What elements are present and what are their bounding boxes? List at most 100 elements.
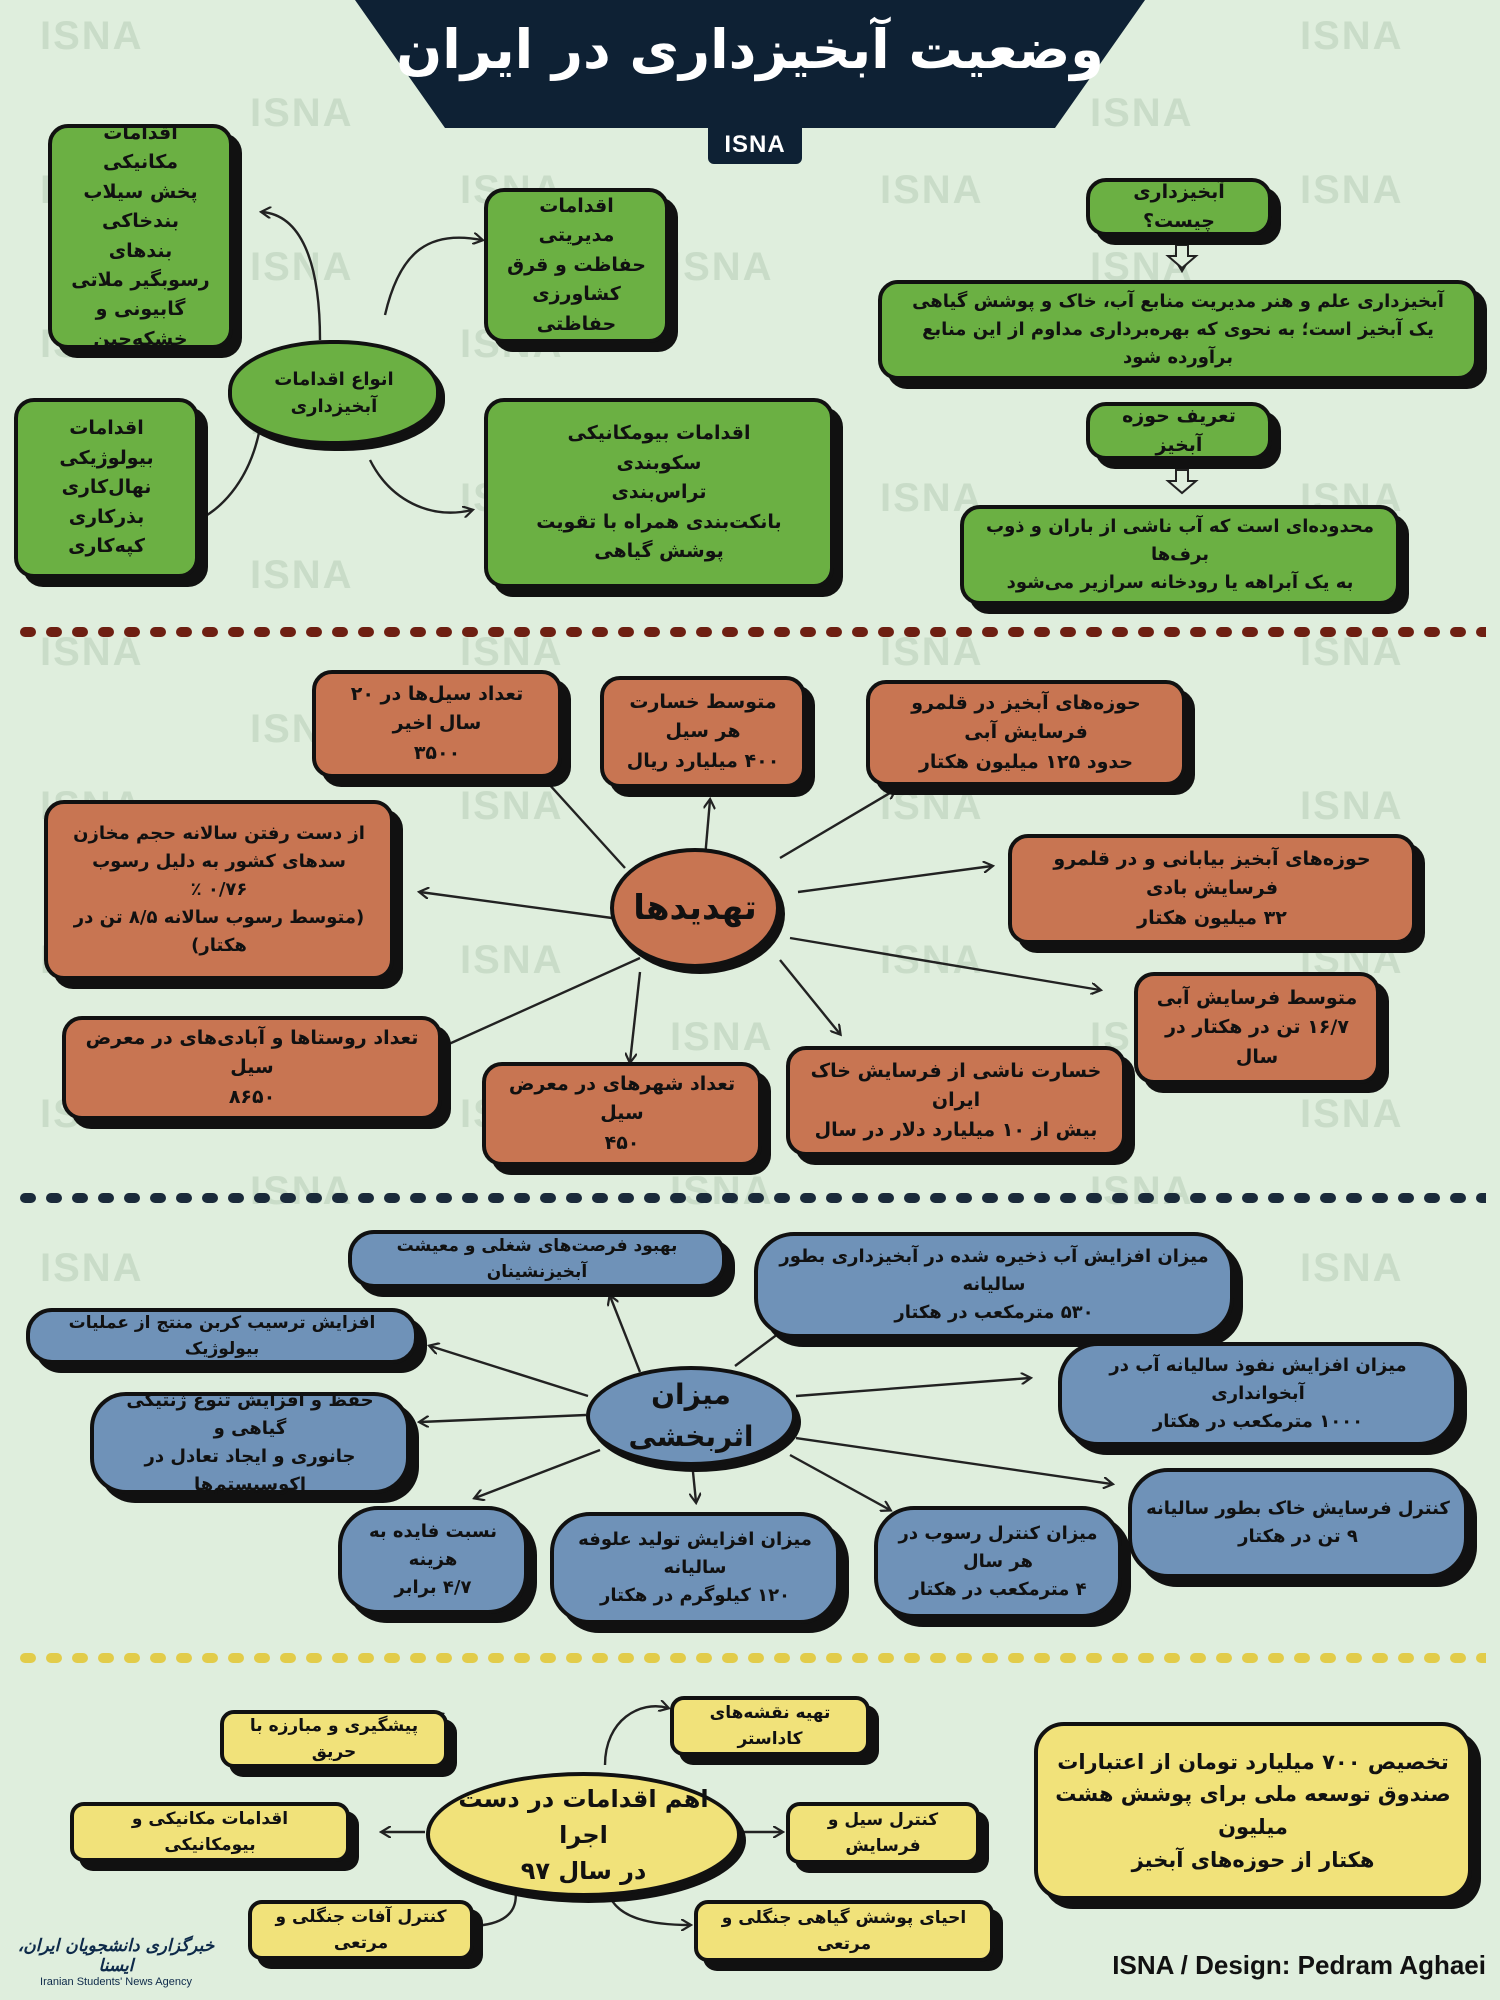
- divider-dot: [150, 1193, 166, 1203]
- divider-dot: [930, 1193, 946, 1203]
- divider-dot: [1424, 1193, 1440, 1203]
- divider-dot: [670, 1193, 686, 1203]
- divider-dot: [254, 1653, 270, 1663]
- divider-dot: [462, 627, 478, 637]
- section-divider-3: [20, 1653, 1486, 1663]
- divider-dot: [1294, 1193, 1310, 1203]
- threat-villages-at-risk: تعداد روستاها و آبادی‌های در معرض سیل ۸۶…: [62, 1016, 442, 1120]
- isna-watermark: ISNA: [250, 553, 354, 597]
- divider-dot: [1034, 627, 1050, 637]
- isna-watermark: ISNA: [670, 1015, 774, 1059]
- what-is-watershed-answer: آبخیزداری علم و هنر مدیریت منابع آب، خاک…: [878, 280, 1478, 380]
- divider-dot: [930, 1653, 946, 1663]
- effect-benefit-cost: نسبت فایده به هزینه ۴/۷ برابر: [338, 1506, 528, 1614]
- isna-watermark: ISNA: [1300, 1092, 1404, 1136]
- divider-dot: [592, 627, 608, 637]
- divider-dot: [306, 1193, 322, 1203]
- divider-dot: [696, 1653, 712, 1663]
- isna-watermark: ISNA: [40, 14, 144, 58]
- divider-dot: [1268, 1193, 1284, 1203]
- divider-dot: [1320, 1193, 1336, 1203]
- divider-dot: [384, 1193, 400, 1203]
- divider-dot: [1268, 1653, 1284, 1663]
- divider-dot: [1476, 1193, 1486, 1203]
- divider-dot: [150, 627, 166, 637]
- divider-dot: [956, 1193, 972, 1203]
- divider-dot: [1190, 1653, 1206, 1663]
- divider-dot: [878, 1193, 894, 1203]
- divider-dot: [1190, 627, 1206, 637]
- divider-dot: [46, 627, 62, 637]
- divider-dot: [358, 627, 374, 637]
- divider-dot: [280, 1653, 296, 1663]
- divider-dot: [1294, 627, 1310, 637]
- divider-dot: [332, 627, 348, 637]
- threat-cities-at-risk: تعداد شهرهای در معرض سیل ۴۵۰: [482, 1062, 762, 1166]
- divider-dot: [488, 627, 504, 637]
- effect-soil-erosion: کنترل فرسایش خاک بطور سالیانه ۹ تن در هک…: [1128, 1468, 1468, 1578]
- effect-jobs: بهبود فرصت‌های شغلی و معیشت آبخیزنشینان: [348, 1230, 726, 1288]
- divider-dot: [1034, 1653, 1050, 1663]
- divider-dot: [852, 627, 868, 637]
- divider-dot: [566, 1193, 582, 1203]
- divider-dot: [1060, 627, 1076, 637]
- divider-dot: [488, 1653, 504, 1663]
- action-mechanical-biomechanical: اقدامات مکانیکی و بیومکانیکی: [70, 1802, 350, 1862]
- divider-dot: [462, 1193, 478, 1203]
- divider-dot: [1164, 1193, 1180, 1203]
- divider-dot: [410, 1653, 426, 1663]
- divider-dot: [1034, 1193, 1050, 1203]
- divider-dot: [540, 627, 556, 637]
- divider-dot: [670, 627, 686, 637]
- divider-dot: [852, 1653, 868, 1663]
- divider-dot: [878, 627, 894, 637]
- divider-dot: [540, 1193, 556, 1203]
- divider-dot: [1138, 627, 1154, 637]
- isna-watermark: ISNA: [1090, 1169, 1194, 1213]
- divider-dot: [358, 1193, 374, 1203]
- action-flood-erosion-control: کنترل سیل و فرسایش: [786, 1802, 980, 1864]
- divider-dot: [800, 1653, 816, 1663]
- divider-dot: [72, 627, 88, 637]
- managerial-box: اقدامات مدیریتی حفاظت و قرق کشاورزی حفاظ…: [484, 188, 669, 343]
- divider-dot: [202, 1653, 218, 1663]
- divider-dot: [20, 1653, 36, 1663]
- divider-dot: [1112, 1653, 1128, 1663]
- page-title: وضعیت آبخیزداری در ایران: [396, 18, 1104, 81]
- divider-dot: [670, 1653, 686, 1663]
- divider-dot: [904, 1653, 920, 1663]
- divider-dot: [384, 1653, 400, 1663]
- divider-dot: [540, 1653, 556, 1663]
- divider-dot: [1190, 1193, 1206, 1203]
- divider-dot: [1216, 1193, 1232, 1203]
- isna-watermark: ISNA: [670, 1169, 774, 1213]
- divider-dot: [1112, 627, 1128, 637]
- divider-dot: [1424, 627, 1440, 637]
- divider-dot: [1424, 1653, 1440, 1663]
- divider-dot: [1060, 1193, 1076, 1203]
- isna-watermark: ISNA: [40, 1246, 144, 1290]
- basin-definition-question: تعریف حوزه آبخیز: [1086, 402, 1272, 460]
- divider-dot: [280, 1193, 296, 1203]
- isna-watermark: ISNA: [250, 245, 354, 289]
- isna-watermark: ISNA: [250, 91, 354, 135]
- divider-dot: [1450, 627, 1466, 637]
- action-cadastre-maps: تهیه نقشه‌های کاداستر: [670, 1696, 870, 1756]
- divider-dot: [254, 627, 270, 637]
- isna-watermark: ISNA: [460, 938, 564, 982]
- divider-dot: [1060, 1653, 1076, 1663]
- divider-dot: [748, 627, 764, 637]
- isna-logo: خبرگزاری دانشجویان ایران، ایسنا Iranian …: [17, 1936, 215, 1988]
- divider-dot: [878, 1653, 894, 1663]
- divider-dot: [696, 1193, 712, 1203]
- effect-carbon: افزایش ترسیب کربن منتج از عملیات بیولوژی…: [26, 1308, 418, 1364]
- effect-water-storage: میزان افزایش آب ذخیره شده در آبخیزداری ب…: [754, 1232, 1234, 1338]
- divider-dot: [176, 1193, 192, 1203]
- divider-dot: [72, 1193, 88, 1203]
- divider-dot: [644, 1653, 660, 1663]
- divider-dot: [1450, 1193, 1466, 1203]
- divider-dot: [1008, 627, 1024, 637]
- design-credit: ISNA / Design: Pedram Aghaei: [1112, 1950, 1486, 1980]
- divider-dot: [1086, 1653, 1102, 1663]
- divider-dot: [722, 1653, 738, 1663]
